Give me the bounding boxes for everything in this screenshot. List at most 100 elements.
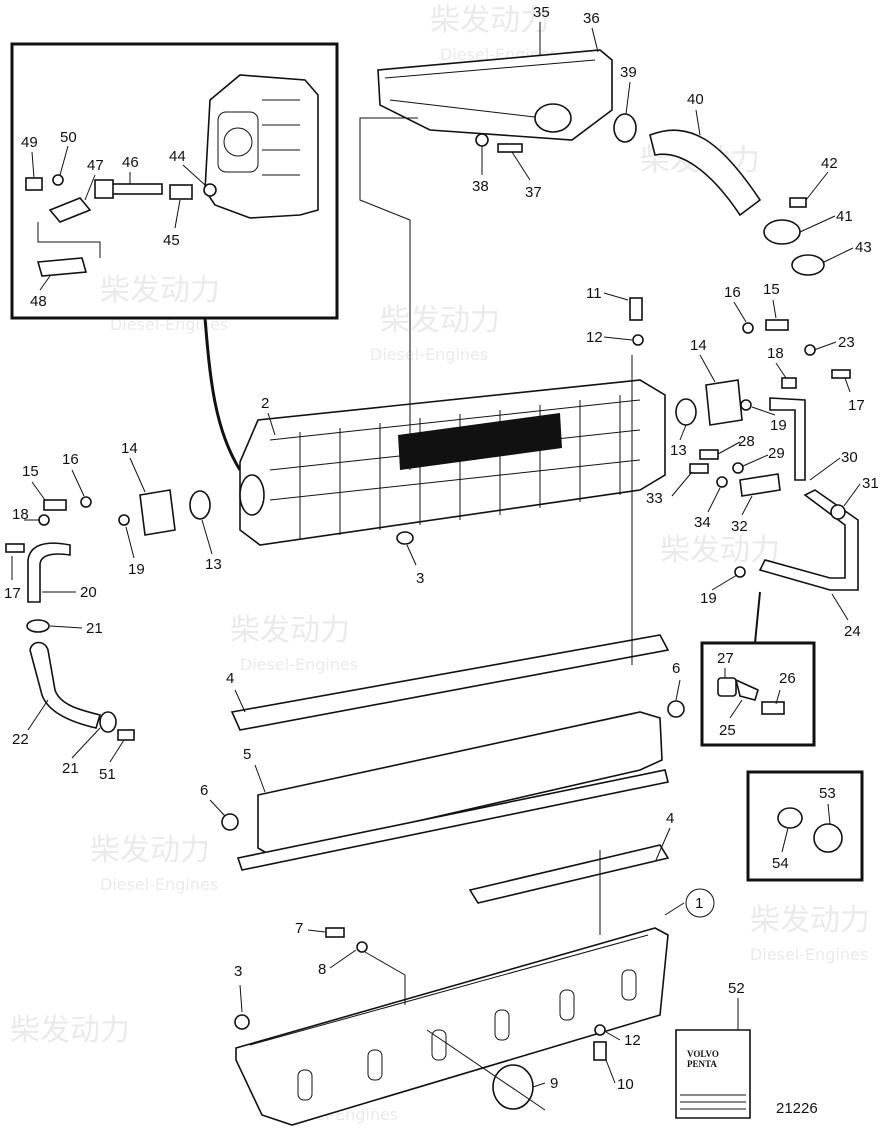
part-39-oring xyxy=(613,113,637,143)
part-16-washer-left xyxy=(80,496,92,508)
callout-labels: 1 2 3 3 4 4 5 6 6 7 8 9 10 11 12 12 13 1… xyxy=(4,4,879,1117)
callout-48: 48 xyxy=(30,293,47,310)
callout-9: 9 xyxy=(550,1075,558,1092)
callout-39: 39 xyxy=(620,64,637,81)
callout-26: 26 xyxy=(779,670,796,687)
clip-box-frame xyxy=(700,641,816,747)
housing-ribs-v xyxy=(299,395,621,540)
callout-16-left: 16 xyxy=(62,451,79,468)
callout-33: 33 xyxy=(646,490,663,507)
inset-housing-ribs xyxy=(262,99,300,176)
watermark-cn-3: 柴发动力 xyxy=(100,273,220,308)
callout-13-left: 13 xyxy=(205,556,222,573)
clip-box-leader xyxy=(754,591,761,644)
leader-6-left xyxy=(209,799,226,817)
watermark-en-5: Diesel-Engines xyxy=(100,875,218,894)
watermark-cn-5: 柴发动力 xyxy=(660,533,780,568)
callout-51: 51 xyxy=(99,766,116,783)
callout-15-right: 15 xyxy=(763,281,780,298)
leader-51 xyxy=(109,739,125,763)
callout-12-top: 12 xyxy=(586,329,603,346)
housing-port-left xyxy=(239,474,265,516)
part-19-washer-left xyxy=(118,514,130,526)
part-54-washer xyxy=(777,807,803,829)
part-15-screw-left xyxy=(43,499,67,511)
insert-base-plate xyxy=(236,769,669,871)
manifold-assembly xyxy=(377,49,825,276)
part-6-oring-left xyxy=(221,813,239,831)
part-30-pipe xyxy=(769,397,806,481)
callout-52: 52 xyxy=(728,980,745,997)
leader-19-left xyxy=(125,526,135,559)
plug-box-frame xyxy=(746,770,864,882)
left-pipe-assembly xyxy=(5,514,135,741)
leader-6-right xyxy=(675,679,681,701)
inset-frame xyxy=(10,42,339,320)
part-8-washer xyxy=(356,941,368,953)
callout-50: 50 xyxy=(60,129,77,146)
part-53-plug xyxy=(813,823,843,853)
package-brand-line1: VOLVO xyxy=(687,1049,719,1059)
callout-31: 31 xyxy=(862,475,879,492)
detail-inset xyxy=(10,42,339,320)
callout-7: 7 xyxy=(295,920,303,937)
leader-54 xyxy=(781,827,789,853)
part-17-screw-left xyxy=(5,543,25,553)
part-47-nut xyxy=(94,179,114,199)
callout-34: 34 xyxy=(694,514,711,531)
part-21-clamp-lower xyxy=(99,711,117,733)
part-43-oring xyxy=(791,254,825,276)
leader-29 xyxy=(742,454,769,467)
part-4-gasket-lower xyxy=(468,844,670,904)
part-5-cooler-insert xyxy=(257,711,663,856)
callout-19-bottom: 19 xyxy=(700,590,717,607)
part-18-clip-left xyxy=(38,514,50,526)
part-26-screw xyxy=(761,701,785,715)
leader-25 xyxy=(729,699,743,719)
part-49-screw xyxy=(25,177,43,191)
callout-53: 53 xyxy=(819,785,836,802)
callout-35: 35 xyxy=(533,4,550,21)
callout-44: 44 xyxy=(169,148,186,165)
callout-24: 24 xyxy=(844,623,861,640)
part-17-screw-right xyxy=(831,369,851,379)
leader-33 xyxy=(671,471,693,497)
leader-9 xyxy=(532,1082,546,1088)
watermark-cn-4: 柴发动力 xyxy=(380,303,500,338)
callout-43: 43 xyxy=(855,239,872,256)
part-36-manifold xyxy=(377,49,613,141)
watermark-cn-6: 柴发动力 xyxy=(230,613,350,648)
callout-3-top: 3 xyxy=(416,570,424,587)
leader-8-tick xyxy=(329,949,357,969)
leader-5 xyxy=(254,764,266,793)
callout-3-bottom: 3 xyxy=(234,963,242,980)
part-28-screw xyxy=(699,449,719,460)
callout-46: 46 xyxy=(122,154,139,171)
part-13-oring-right xyxy=(675,398,697,426)
callout-23: 23 xyxy=(838,334,855,351)
watermark-cn-8: 柴发动力 xyxy=(750,903,870,938)
lower-housing-rim xyxy=(249,934,649,1046)
product-package: VOLVO PENTA xyxy=(675,1029,751,1119)
part-14-cover-right xyxy=(705,379,743,426)
part-45-fitting xyxy=(169,184,193,200)
leader-1 xyxy=(664,902,685,916)
leader-47 xyxy=(84,174,96,201)
leader-39 xyxy=(625,81,631,115)
callout-15-left: 15 xyxy=(22,463,39,480)
callout-29: 29 xyxy=(768,445,785,462)
part-41-clamp xyxy=(763,219,801,245)
part-29-washer xyxy=(732,462,744,474)
detail-box-clip xyxy=(700,641,816,747)
part-51-fitting xyxy=(117,729,135,741)
leader-28 xyxy=(717,441,741,455)
leader-34 xyxy=(707,487,721,513)
leader-49 xyxy=(31,151,35,179)
part-40-hose xyxy=(649,129,762,217)
part-18-clip-right xyxy=(781,377,797,389)
lower-port-2 xyxy=(367,1049,383,1081)
leader-24 xyxy=(831,593,849,621)
leader-41 xyxy=(799,215,836,233)
callout-42: 42 xyxy=(821,155,838,172)
